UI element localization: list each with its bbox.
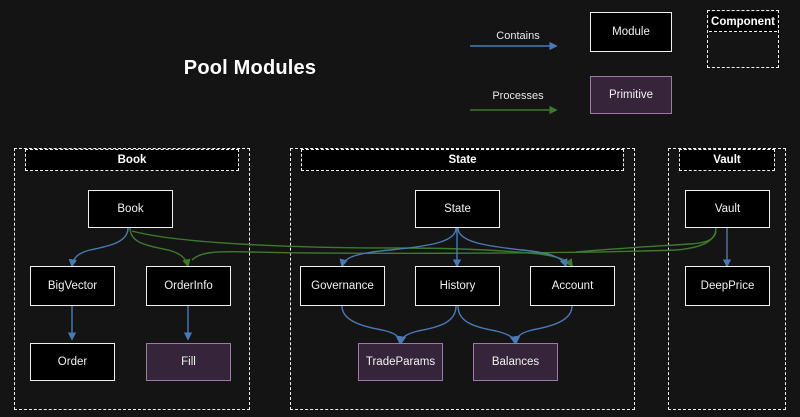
node-governance[interactable]: Governance <box>300 266 385 306</box>
container-book: Book <box>14 148 250 410</box>
container-book-label: Book <box>25 149 239 171</box>
node-balances[interactable]: Balances <box>473 343 558 381</box>
node-bigvector[interactable]: BigVector <box>30 266 115 306</box>
legend-component-swatch: Component <box>707 10 779 68</box>
legend-contains-label: Contains <box>496 30 540 42</box>
node-vault[interactable]: Vault <box>685 190 770 228</box>
node-fill[interactable]: Fill <box>146 343 231 381</box>
node-account[interactable]: Account <box>530 266 615 306</box>
legend-primitive-swatch: Primitive <box>590 76 672 114</box>
node-book[interactable]: Book <box>88 190 173 228</box>
page-title: Pool Modules <box>183 57 317 79</box>
node-history[interactable]: History <box>415 266 500 306</box>
container-vault: Vault <box>668 148 786 410</box>
container-state: State <box>290 148 635 410</box>
node-tradeparams[interactable]: TradeParams <box>358 343 443 381</box>
legend-component-label: Component <box>709 12 777 32</box>
legend-module-swatch: Module <box>590 12 672 52</box>
node-order[interactable]: Order <box>30 343 115 381</box>
legend-processes-label: Processes <box>492 90 544 102</box>
node-state[interactable]: State <box>415 190 500 228</box>
node-deepprice[interactable]: DeepPrice <box>685 266 770 306</box>
node-orderinfo[interactable]: OrderInfo <box>146 266 231 306</box>
container-state-label: State <box>301 149 624 171</box>
container-vault-label: Vault <box>679 149 775 171</box>
